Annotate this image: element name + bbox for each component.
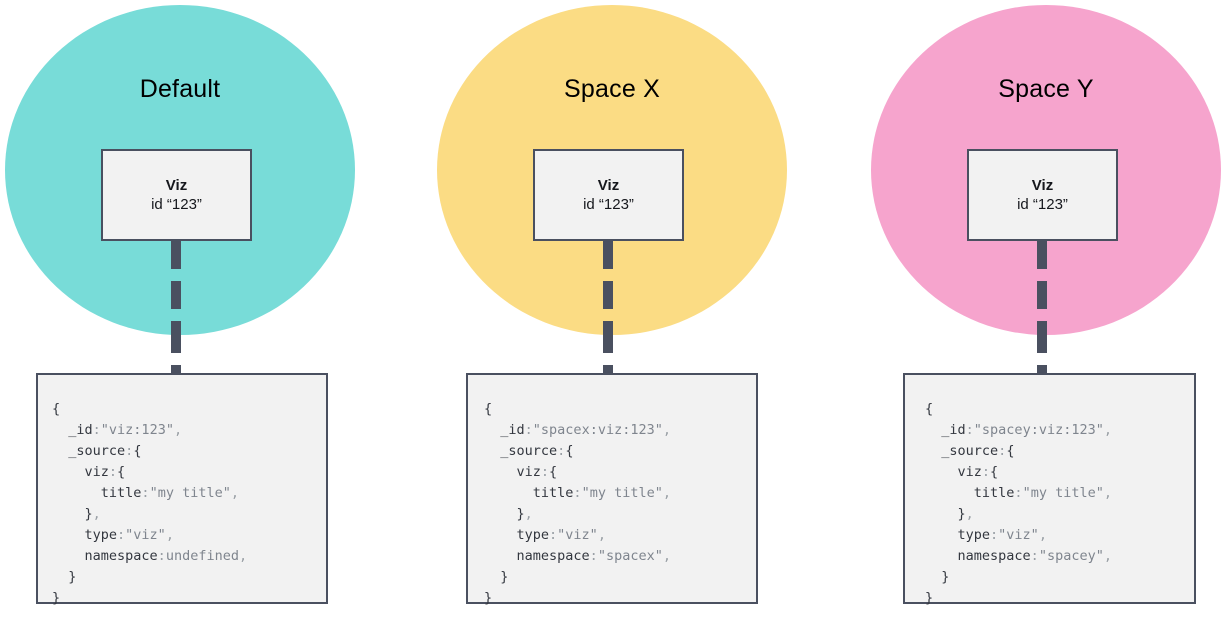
dash-segment: [171, 281, 181, 309]
document-json-box: { _id:"viz:123", _source:{ viz:{ title:"…: [36, 373, 328, 606]
viz-node[interactable]: Viz id “123”: [967, 149, 1118, 241]
space-label: Space Y: [998, 75, 1094, 103]
dash-segment: [603, 365, 613, 375]
space-group-spacey: Space Y Viz id “123” { _id:"spacey:viz:1…: [866, 0, 1228, 622]
viz-node[interactable]: Viz id “123”: [101, 149, 252, 241]
viz-node-id: id “123”: [1017, 196, 1068, 213]
space-label: Default: [139, 75, 221, 103]
viz-node[interactable]: Viz id “123”: [533, 149, 684, 241]
viz-node-id: id “123”: [151, 196, 202, 213]
dash-segment: [171, 321, 181, 353]
viz-node-title: Viz: [165, 176, 188, 194]
dash-segment: [1037, 241, 1047, 269]
dashed-connector-line: [603, 241, 613, 375]
dash-segment: [1037, 321, 1047, 353]
dash-segment: [603, 281, 613, 309]
json-code: { _id:"spacey:viz:123", _source:{ viz:{ …: [925, 401, 1112, 606]
dashed-connector-line: [171, 241, 181, 375]
dash-segment: [171, 241, 181, 269]
dash-segment: [1037, 281, 1047, 309]
space-group-spacex: Space X Viz id “123” { _id:"spacex:viz:1…: [432, 0, 802, 622]
dash-segment: [171, 365, 181, 375]
dashed-connector-line: [1037, 241, 1047, 375]
json-code: { _id:"spacex:viz:123", _source:{ viz:{ …: [484, 401, 671, 606]
space-label: Space X: [564, 75, 660, 103]
dash-segment: [603, 241, 613, 269]
viz-node-id: id “123”: [583, 196, 634, 213]
json-code: { _id:"viz:123", _source:{ viz:{ title:"…: [52, 401, 248, 606]
document-json-box: { _id:"spacex:viz:123", _source:{ viz:{ …: [466, 373, 758, 606]
dash-segment: [1037, 365, 1047, 375]
dash-segment: [603, 321, 613, 353]
document-json-box: { _id:"spacey:viz:123", _source:{ viz:{ …: [903, 373, 1196, 606]
viz-node-title: Viz: [1031, 176, 1054, 194]
space-group-default: Default Viz id “123” { _id:"viz:123", _s…: [0, 0, 370, 622]
viz-node-title: Viz: [597, 176, 620, 194]
